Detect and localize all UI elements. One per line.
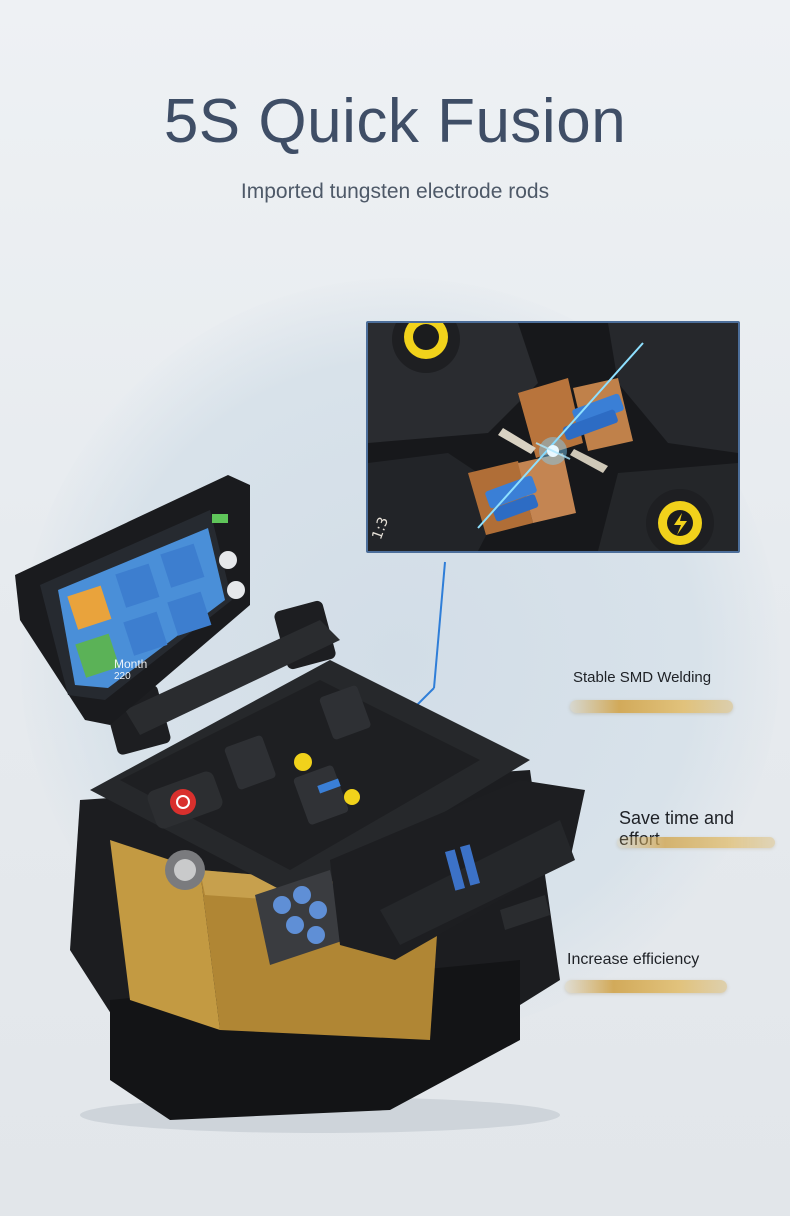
page-subtitle: Imported tungsten electrode rods [240, 180, 550, 203]
screen-month-label: Month [114, 657, 148, 671]
electrode-closeup-graphic: 1:3 [368, 323, 738, 551]
feature-bar-save-time [617, 837, 775, 848]
svg-text:1:3: 1:3 [369, 515, 392, 542]
feature-label-save-time-line1: Save time and [619, 808, 735, 828]
fusion-splicer-device [15, 475, 585, 1133]
feature-label-stable-smd: Stable SMD Welding [573, 669, 712, 686]
electrode-closeup: 1:3 [366, 321, 740, 553]
feature-bar-stable-smd [570, 700, 733, 713]
feature-label-efficiency: Increase efficiency [567, 951, 700, 968]
screen-month-value: 220 [114, 671, 131, 682]
page-title: 5S Quick Fusion [163, 87, 627, 156]
feature-bar-efficiency [565, 980, 727, 993]
